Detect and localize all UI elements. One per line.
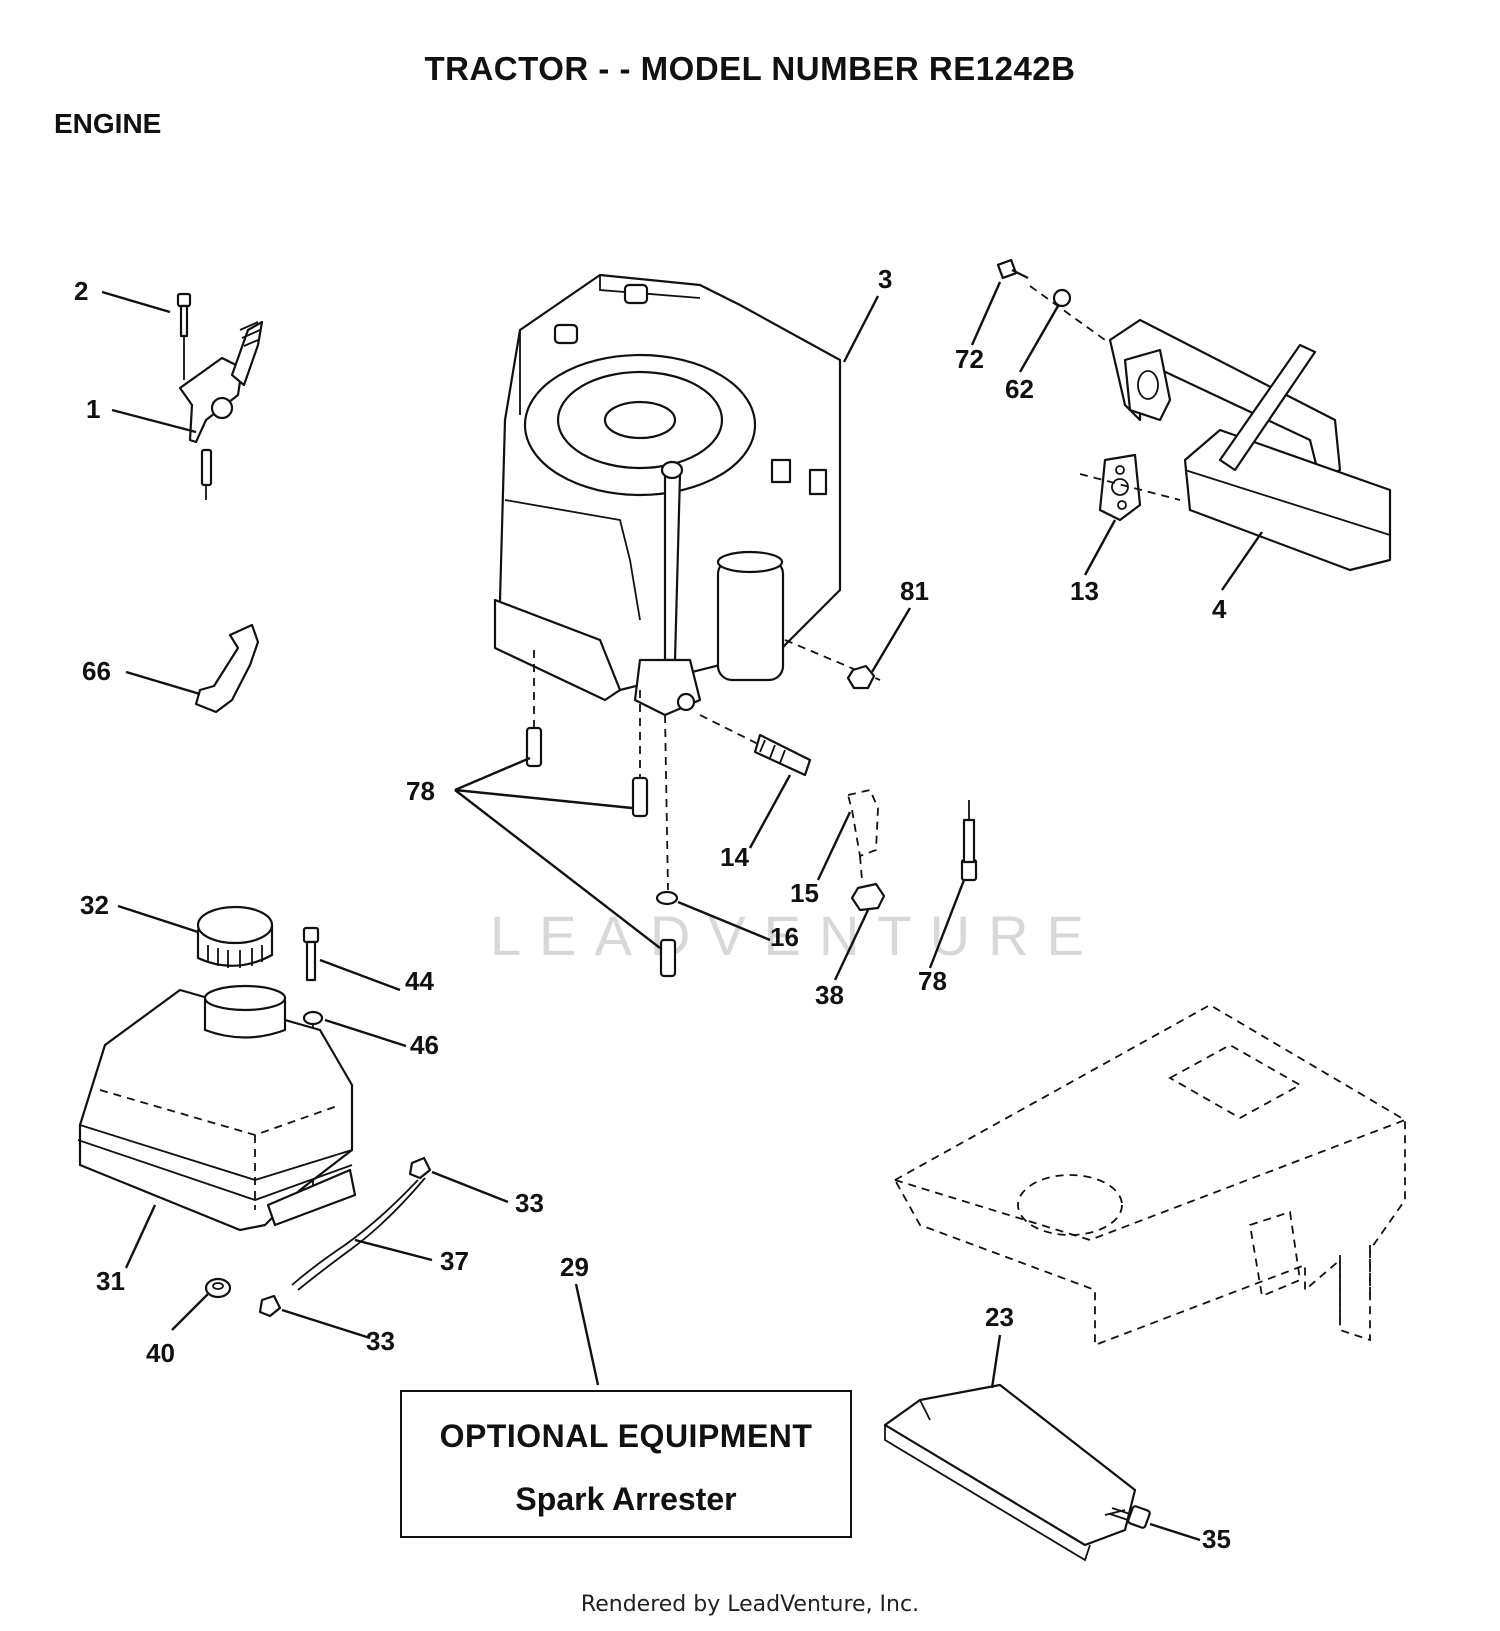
callout-1: 1: [86, 394, 100, 424]
callout-81: 81: [900, 576, 929, 606]
tractor-frame-outline: [893, 1003, 1406, 1347]
callout-38: 38: [815, 980, 844, 1010]
callout-3: 3: [878, 264, 892, 294]
callout-16: 16: [770, 922, 799, 952]
section-heading: ENGINE: [54, 108, 162, 139]
part-81-nut: [784, 639, 881, 690]
callout-31: 31: [96, 1266, 125, 1296]
callout-44: 44: [405, 966, 434, 996]
callout-40: 40: [146, 1338, 175, 1368]
heat-shield-assembly: [883, 1383, 1151, 1562]
optional-equipment-item: Spark Arrester: [515, 1481, 737, 1517]
optional-equipment-title: OPTIONAL EQUIPMENT: [439, 1418, 813, 1454]
callout-32: 32: [80, 890, 109, 920]
throttle-control-assembly: [176, 292, 264, 500]
callout-78-a: 78: [406, 776, 435, 806]
callout-23: 23: [985, 1302, 1014, 1332]
leader-lines: [101, 281, 1263, 1542]
callout-78-b: 78: [918, 966, 947, 996]
engine-assembly: [493, 273, 842, 717]
callout-15: 15: [790, 878, 819, 908]
callout-4: 4: [1212, 594, 1227, 624]
callout-66: 66: [82, 656, 111, 686]
engine-mount-hardware: [525, 650, 978, 978]
muffler-assembly: [996, 258, 1392, 572]
callout-37: 37: [440, 1246, 469, 1276]
callout-13: 13: [1070, 576, 1099, 606]
callout-33-b: 33: [366, 1326, 395, 1356]
callout-72: 72: [955, 344, 984, 374]
callout-35: 35: [1202, 1524, 1231, 1554]
page-title: TRACTOR - - MODEL NUMBER RE1242B: [424, 50, 1076, 87]
callout-labels: 2 1 66 3 72 62 13 4 81 78 14 15 16 38 78…: [74, 264, 1231, 1554]
watermark-text: LEADVENTURE: [490, 904, 1102, 967]
optional-equipment-box: OPTIONAL EQUIPMENT Spark Arrester: [400, 1390, 852, 1538]
callout-2: 2: [74, 276, 88, 306]
callout-33-a: 33: [515, 1188, 544, 1218]
part-66-clip: [194, 623, 260, 714]
callout-14: 14: [720, 842, 749, 872]
callout-62: 62: [1005, 374, 1034, 404]
rendered-by-footer: Rendered by LeadVenture, Inc.: [580, 1592, 920, 1617]
callout-46: 46: [410, 1030, 439, 1060]
callout-29: 29: [560, 1252, 589, 1282]
fuel-tank-assembly: [77, 905, 432, 1318]
